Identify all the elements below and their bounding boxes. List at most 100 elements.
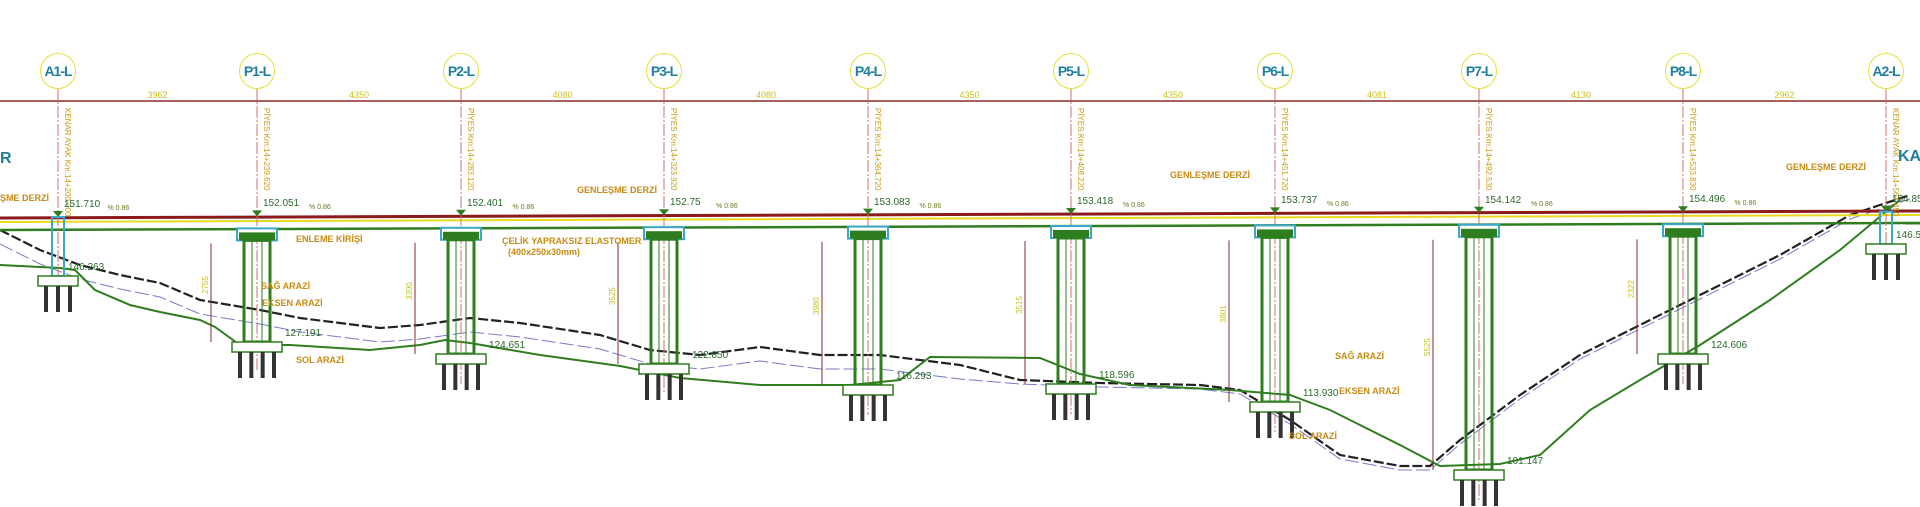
pier-cap <box>1257 229 1293 238</box>
footing <box>37 275 79 287</box>
deck-elevation: 153.737 <box>1281 195 1318 207</box>
footing <box>1657 353 1709 365</box>
deck-slope: % 0.86 <box>512 203 535 211</box>
deck-top-line <box>0 209 1920 220</box>
station-label: PİYES Km:14+283.120 <box>466 108 475 191</box>
elevation-marker-icon <box>659 209 669 216</box>
note-cross-beam: ENLEME KİRİŞİ <box>296 234 363 244</box>
ground-elevation: 101.147 <box>1507 456 1544 467</box>
ground-elevation: 146.263 <box>68 262 105 273</box>
pier-height-label: 2755 <box>201 276 210 295</box>
deck-pavement-line <box>0 214 1920 223</box>
span-length: 4350 <box>959 90 980 100</box>
axis-label-a2-l: A2-L <box>1868 53 1904 89</box>
pile <box>1884 254 1888 280</box>
note-axis-ground: EKSEN ARAZİ <box>262 298 323 308</box>
pier-height-label: 3801 <box>1219 304 1228 323</box>
note-expansion-joint-a2: GENLEŞME DERZİ <box>1786 162 1867 172</box>
footing <box>1865 243 1907 255</box>
pier-height-label: 3980 <box>812 297 821 315</box>
note-bearing-size: (400x250x30mm) <box>508 247 581 257</box>
span-length: 2962 <box>1774 90 1795 100</box>
axis-label-p2-l: P2-L <box>443 53 479 89</box>
note-expansion-joint-p3: GENLEŞME DERZİ <box>577 185 658 195</box>
pier-cap <box>850 230 886 239</box>
pile <box>56 286 60 312</box>
pile <box>679 374 683 400</box>
station-label: PİYES Km:14+364.720 <box>873 108 882 191</box>
ground-elevation: 124.606 <box>1711 340 1748 351</box>
pile <box>883 395 887 421</box>
pile <box>453 364 458 390</box>
ground-elevation: 113.930 <box>1303 388 1339 399</box>
axis-label-p7-l: P7-L <box>1461 53 1497 89</box>
span-length: 4080 <box>552 90 573 100</box>
deck-elevation: 152.75 <box>670 197 701 209</box>
pier-cap <box>239 232 275 241</box>
note-right-ground-2: SAĞ ARAZİ <box>1335 351 1385 361</box>
footing <box>1045 383 1097 395</box>
note-bearing: ÇELİK YAPRAKSIZ ELASTOMER <box>502 236 642 246</box>
station-label: PİYES Km:14+408.220 <box>1076 108 1085 191</box>
deck-elevation: 153.083 <box>874 196 911 208</box>
note-left-ground: SOL ARAZİ <box>296 355 345 365</box>
pier-cap <box>1461 228 1497 237</box>
pile <box>1290 412 1294 438</box>
ground-elevation: 146.5 <box>1896 230 1920 241</box>
station-label: PİYES Km:14+533.830 <box>1688 108 1697 191</box>
elevation-marker-icon <box>252 210 262 217</box>
deck-slope: % 0.86 <box>716 203 738 211</box>
pier-cap <box>443 231 479 240</box>
pile <box>260 352 265 378</box>
pile <box>68 286 72 312</box>
pile <box>1278 412 1283 438</box>
span-length: 4130 <box>1570 90 1592 100</box>
pile <box>1052 394 1056 420</box>
footing <box>1249 401 1301 413</box>
span-length: 4081 <box>1366 90 1388 100</box>
pile <box>1896 254 1900 280</box>
note-right-ground: SAĞ ARAZİ <box>261 281 311 291</box>
deck-slope: % 0.86 <box>107 205 130 212</box>
pier-height-label: 3390 <box>405 282 414 300</box>
deck-elevation: 154.142 <box>1485 194 1522 206</box>
note-axis-ground-2: EKSEN ARAZİ <box>1339 386 1400 396</box>
elevation-marker-icon <box>456 209 466 216</box>
span-length: 4350 <box>348 90 370 100</box>
pile <box>1698 364 1702 390</box>
footing <box>1453 469 1505 481</box>
side-label-left: R <box>0 150 12 167</box>
axis-label-a1-l: A1-L <box>40 53 76 89</box>
pile <box>1675 364 1680 390</box>
elevation-marker-icon <box>53 211 63 217</box>
axis-label-p6-l: P6-L <box>1257 53 1293 89</box>
axis-label-p1-l: P1-L <box>239 53 275 89</box>
side-label-right: KA <box>1898 148 1920 165</box>
pile <box>1494 480 1498 506</box>
deck-slope: % 0.86 <box>1734 200 1757 208</box>
pile <box>249 352 254 378</box>
pile <box>849 395 853 421</box>
deck-slope: % 0.86 <box>1123 202 1145 209</box>
pile <box>1460 480 1464 506</box>
pile <box>1256 412 1260 438</box>
pier-cap <box>1053 230 1089 238</box>
elevation-marker-icon <box>1881 205 1891 212</box>
axis-label-p5-l: P5-L <box>1053 53 1089 89</box>
footing <box>231 341 283 353</box>
footing <box>638 363 690 375</box>
deck-slope: % 0.86 <box>919 202 942 210</box>
deck-bottom-line <box>0 221 1920 232</box>
deck-elevation: 152.051 <box>263 198 300 210</box>
axis-label-p8-l: P8-L <box>1665 53 1701 89</box>
deck-slope: % 0.86 <box>309 204 331 212</box>
pile <box>442 364 446 390</box>
pile <box>667 374 672 400</box>
pile <box>1267 412 1272 438</box>
deck-elevation: 154.496 <box>1689 194 1726 206</box>
pile <box>44 286 48 312</box>
deck-slope: % 0.86 <box>1327 201 1349 209</box>
deck-slope: % 0.86 <box>1531 200 1553 208</box>
pile <box>476 364 480 390</box>
